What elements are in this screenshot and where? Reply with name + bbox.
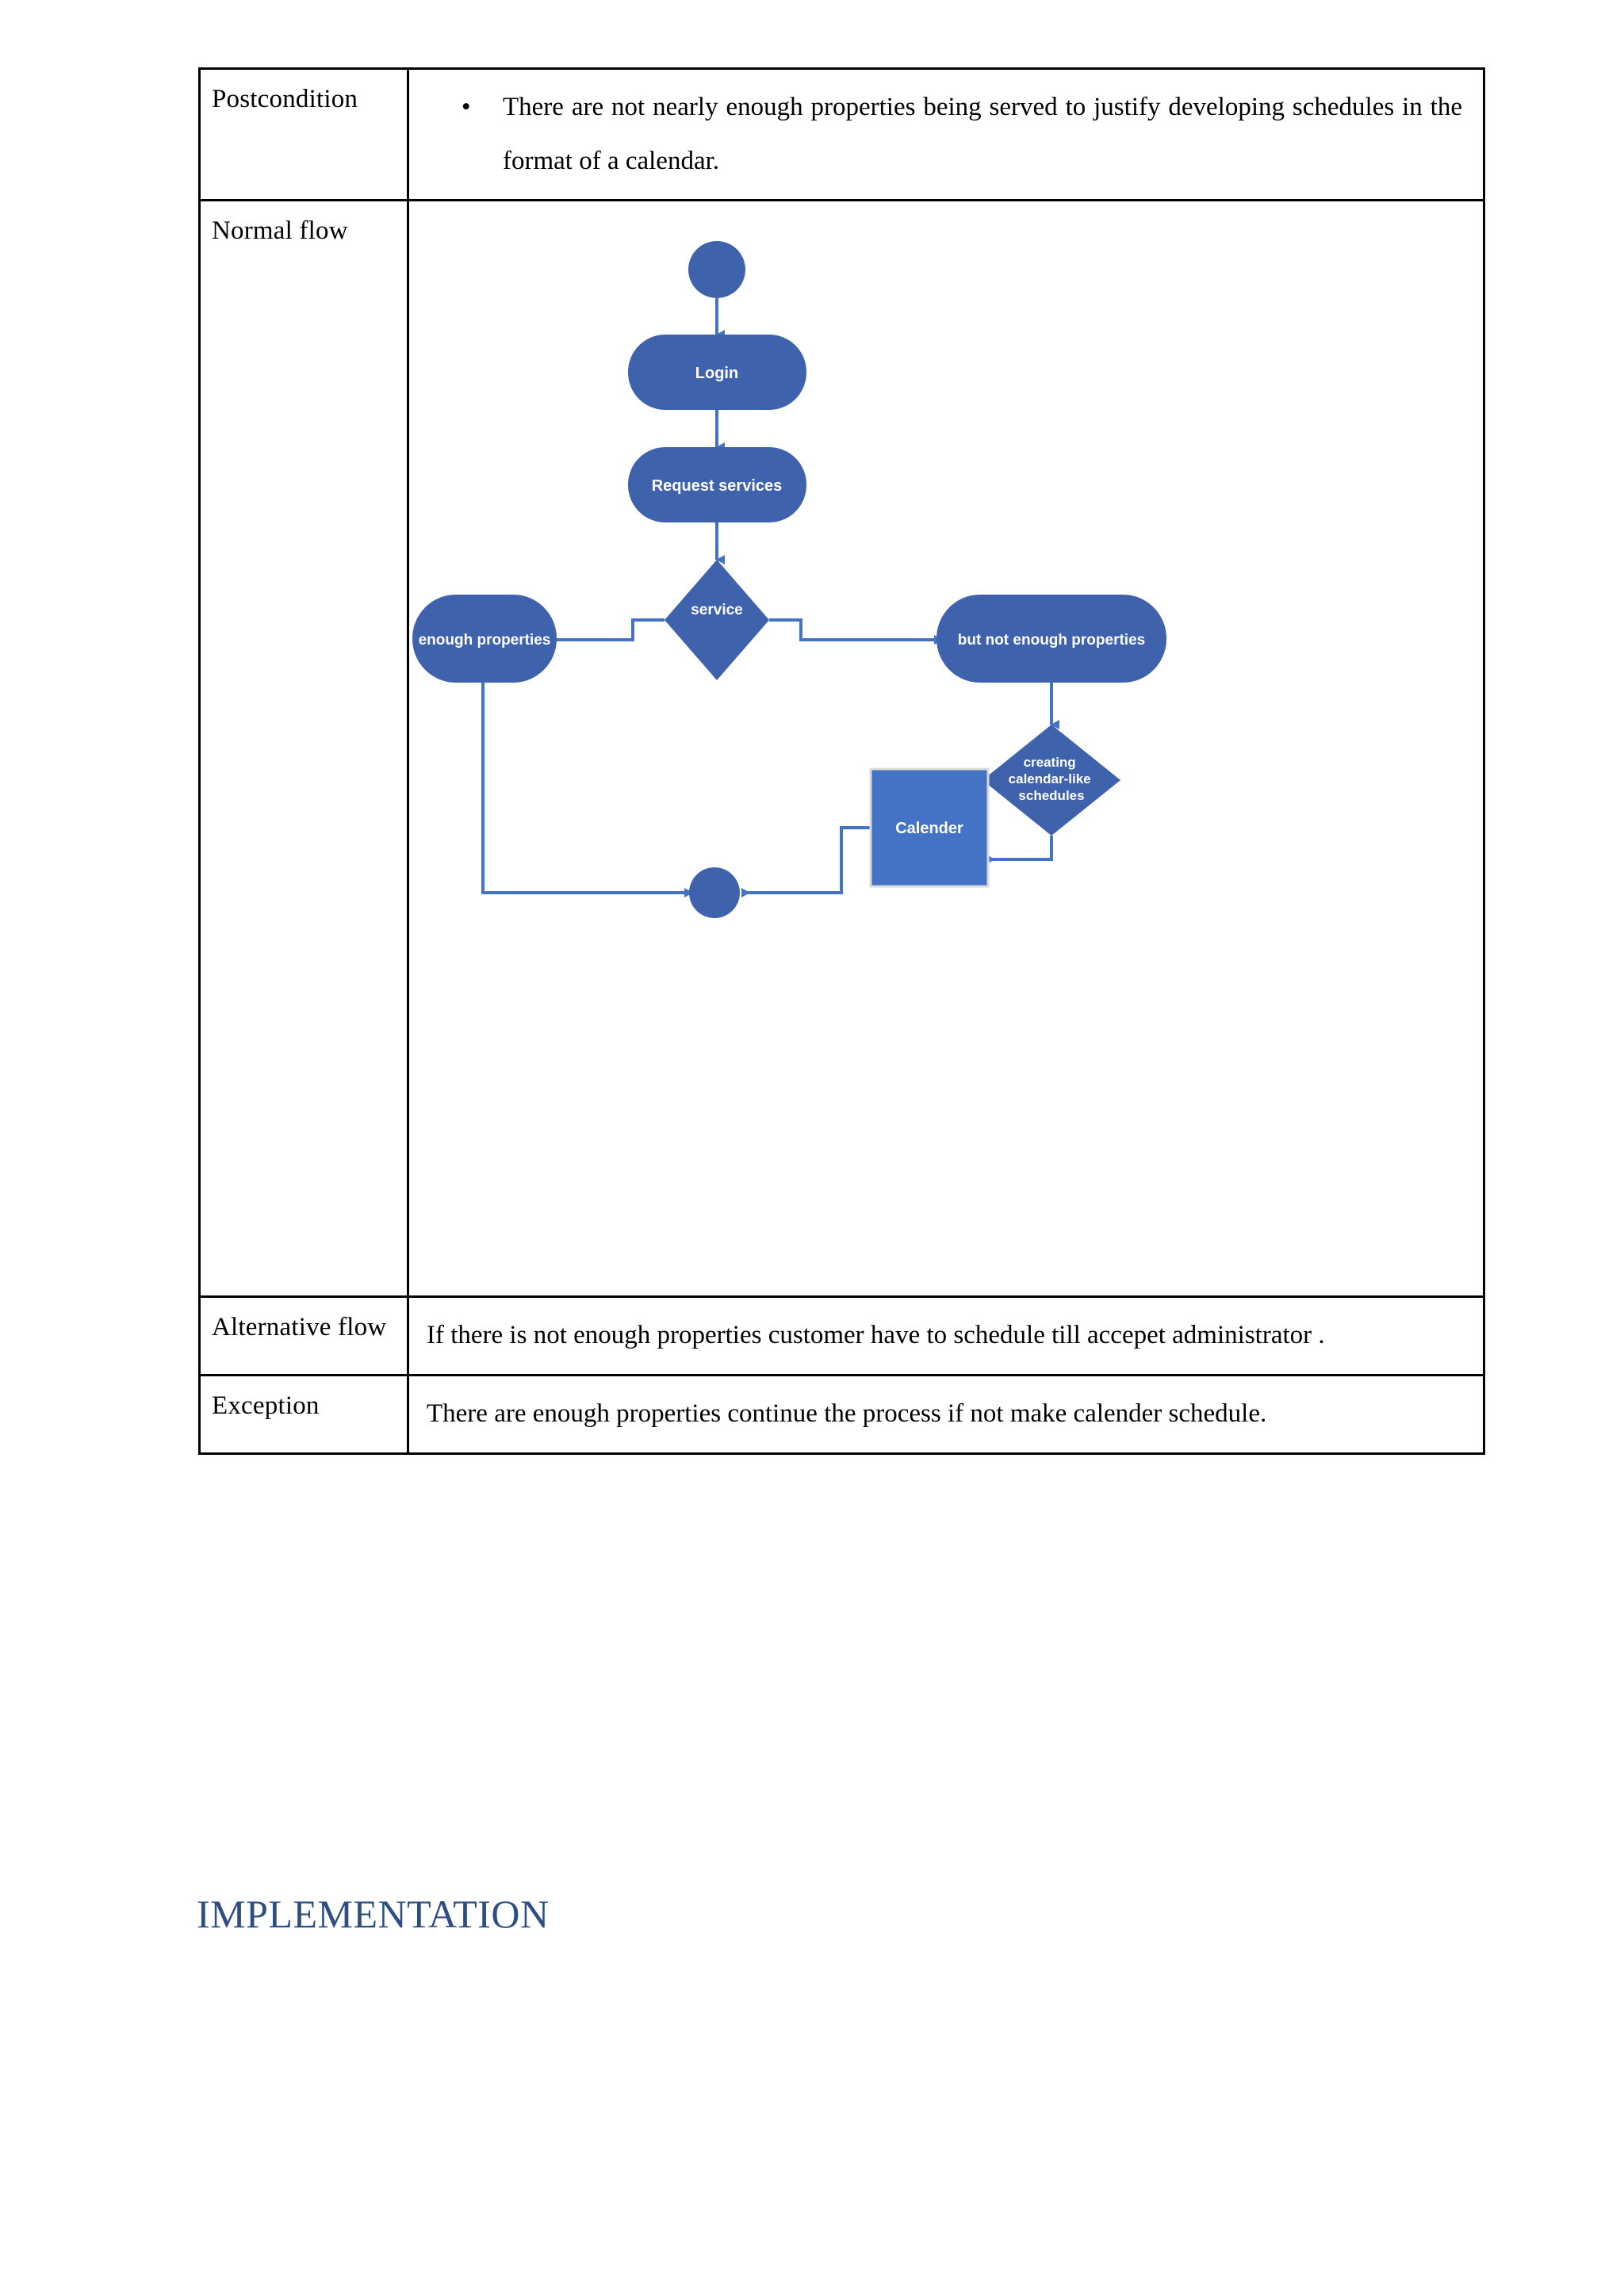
node-end-circle[interactable] [689, 867, 740, 919]
edge-calender-end [741, 826, 871, 898]
row-label-cell: Alternative flow [198, 1295, 409, 1376]
node-calender[interactable]: Calender [869, 767, 990, 888]
row-body-cell: There are enough properties continue the… [407, 1373, 1485, 1455]
row-body-cell: • There are not nearly enough properties… [407, 67, 1485, 202]
node-start-circle[interactable] [688, 241, 745, 299]
table-row-postcondition: Postcondition • There are not nearly eno… [198, 67, 1485, 202]
row-label-normal-flow: Normal flow [212, 216, 348, 246]
node-service-decision[interactable]: service [665, 560, 769, 681]
flowchart-svg: Login Request services service [412, 241, 1166, 919]
row-body-cell: If there is not enough properties custom… [407, 1295, 1485, 1376]
row-label-cell: Normal flow [198, 199, 409, 1299]
implementation-heading: IMPLEMENTATION [197, 1892, 550, 1936]
table-row-normal-flow: Normal flow [198, 199, 1485, 1299]
edge-service-enough [523, 618, 665, 645]
row-body-cell-diagram: Login Request services service [407, 199, 1485, 1299]
node-enough-properties[interactable]: enough properties [412, 595, 557, 683]
node-login[interactable]: Login [628, 335, 806, 411]
connector-group [481, 297, 1059, 898]
exception-text: There are enough properties continue the… [427, 1399, 1267, 1428]
node-service-decision-label: service [691, 602, 743, 618]
table-row-exception: Exception There are enough properties co… [198, 1373, 1485, 1455]
node-request-services-label: Request services [652, 477, 783, 495]
edge-creating-calender [986, 836, 1053, 865]
row-label-postcondition: Postcondition [212, 85, 358, 113]
node-not-enough-properties[interactable]: but not enough properties [936, 595, 1166, 683]
row-label-alternative-flow: Alternative flow [212, 1313, 387, 1342]
row-label-cell: Exception [198, 1373, 409, 1455]
row-label-exception: Exception [212, 1391, 320, 1420]
node-creating-schedules-decision[interactable]: creating calendar-like schedules [982, 725, 1120, 836]
node-enough-properties-label: enough properties [419, 632, 551, 649]
activity-diagram: Login Request services service [409, 201, 1483, 1295]
use-case-table: Postcondition • There are not nearly eno… [198, 67, 1485, 1455]
edge-enough-end [481, 683, 693, 898]
node-request-services[interactable]: Request services [628, 447, 806, 523]
bullet-list-item: • There are not nearly enough properties… [427, 81, 1462, 188]
node-creating-schedules-label: creating calendar-like schedules [1009, 755, 1095, 803]
edge-service-notenough [769, 618, 943, 645]
postcondition-text: There are not nearly enough properties b… [503, 93, 1462, 175]
alternative-flow-text: If there is not enough properties custom… [427, 1321, 1325, 1350]
table-row-alternative-flow: Alternative flow If there is not enough … [198, 1295, 1485, 1376]
node-login-label: Login [695, 365, 738, 382]
row-label-cell: Postcondition [198, 67, 409, 202]
bullet-dot-icon: • [462, 93, 471, 121]
node-calender-label: Calender [895, 820, 963, 837]
node-not-enough-properties-label: but not enough properties [958, 632, 1145, 649]
